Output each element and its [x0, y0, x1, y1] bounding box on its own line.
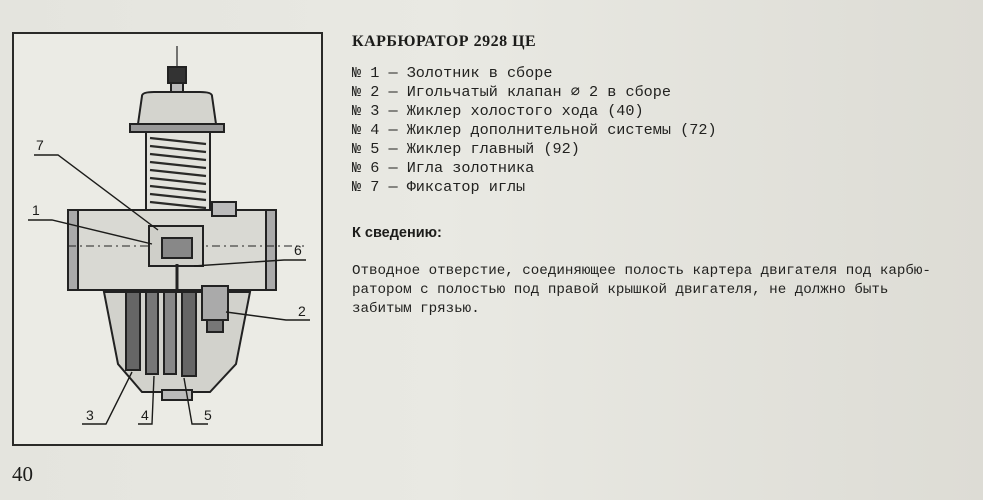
part-description: Золотник в сборе	[406, 64, 553, 82]
part-number: № 5	[352, 140, 380, 158]
notice-line: забитым грязью.	[352, 301, 480, 317]
list-item: № 1 — Золотник в сборе	[352, 64, 553, 82]
part-description: Жиклер главный (92)	[406, 140, 580, 158]
part-description: Жиклер холостого хода (40)	[406, 102, 644, 120]
page-title: КАРБЮРАТОР 2928 ЦЕ	[352, 33, 537, 50]
list-item: № 4 — Жиклер дополнительной системы (72)	[352, 121, 717, 139]
callout-label-6: 6	[294, 242, 302, 258]
notice-line: ратором с полостью под правой крышкой дв…	[352, 282, 889, 298]
part-number: № 7	[352, 178, 380, 196]
part-description: Фиксатор иглы	[406, 178, 526, 196]
part-number: № 3	[352, 102, 380, 120]
carburetor-diagram-frame: 7 1 6 2 3 4 5	[12, 32, 323, 446]
callout-label-4: 4	[141, 407, 149, 423]
carburetor-diagram	[28, 46, 310, 425]
notice-body: Отводное отверстие, соединяющее полость …	[352, 262, 976, 319]
part-description: Жиклер дополнительной системы (72)	[406, 121, 717, 139]
part-description: Игольчатый клапан ∅ 2 в сборе	[406, 83, 672, 101]
part-number: № 4	[352, 121, 380, 139]
list-item: № 5 — Жиклер главный (92)	[352, 140, 580, 158]
list-item: № 3 — Жиклер холостого хода (40)	[352, 102, 644, 120]
part-number: № 6	[352, 159, 380, 177]
parts-list: № 1 — Золотник в сборе № 2 — Игольчатый …	[352, 64, 717, 197]
callout-label-3: 3	[86, 407, 94, 423]
page-number: 40	[12, 462, 33, 486]
callout-label-5: 5	[204, 407, 212, 423]
part-number: № 1	[352, 64, 380, 82]
part-description: Игла золотника	[406, 159, 535, 177]
list-item: № 6 — Игла золотника	[352, 159, 535, 177]
notice-heading: К сведению:	[352, 225, 442, 241]
callout-label-1: 1	[32, 202, 40, 218]
callout-label-7: 7	[36, 137, 44, 153]
callout-label-2: 2	[298, 303, 306, 319]
notice-line: Отводное отверстие, соединяющее полость …	[352, 263, 931, 279]
part-number: № 2	[352, 83, 380, 101]
list-item: № 2 — Игольчатый клапан ∅ 2 в сборе	[352, 83, 672, 101]
list-item: № 7 — Фиксатор иглы	[352, 178, 526, 196]
